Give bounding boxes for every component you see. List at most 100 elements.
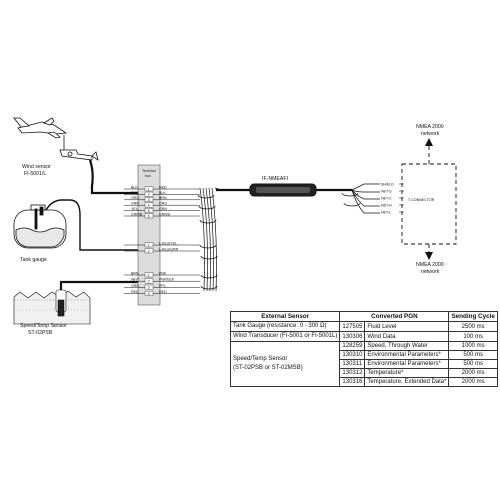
output-ties [341, 192, 361, 207]
wire-label-right: ORG [159, 202, 167, 206]
wire-label-left: CRN/B [131, 212, 143, 216]
wire-label-right: RED [159, 290, 167, 294]
cycle-cell: 2000 ms [448, 368, 498, 378]
pgn-desc: Environmental Parameters* [364, 350, 450, 360]
sensor-speed-line1: Speed/Temp Sensor [233, 356, 288, 362]
wire-label-right: PPL [159, 284, 166, 288]
table-row: Wind Transducer (FI-5001 or FI-5001L) 13… [229, 331, 498, 342]
cycle-cell: 1000 ms [448, 341, 498, 351]
table-header-row: External Sensor Converted PGN Sending Cy… [229, 311, 498, 322]
t-connector-label: T-CONNECTOR [408, 198, 435, 202]
converter-band [256, 187, 310, 193]
terminal-number: 4 [148, 292, 150, 296]
speed-temp-sensor-model: ST-02PSB [28, 330, 53, 336]
pgn-cell: 128259 [339, 341, 366, 351]
terminal-number: 2 [148, 249, 150, 253]
tank-cable [45, 199, 138, 251]
speed-temp-sensor-label: Speed/Temp Sensor [20, 323, 67, 329]
converter-label: IF-NMEAFI [262, 176, 288, 182]
cycle-cell: 100 ms [448, 331, 498, 342]
wire-label-right: L-BLU/YEL [159, 241, 177, 245]
terminal-number: 3 [148, 286, 150, 290]
harness-bundle [199, 187, 223, 292]
speed-temp-cable [59, 280, 138, 290]
sensor-tank: Tank Gauge (resistance: 0 - 300 Ω) [229, 321, 341, 332]
pgn-cell: 127505 [339, 321, 366, 332]
terminal-number: 5 [148, 209, 150, 213]
pgn-cell: 130316 [339, 377, 366, 387]
wire-label-right: L-BLU/GRN [159, 247, 179, 251]
terminal-header-sub: box [145, 174, 151, 178]
cycle-cell: 2000 ms [448, 377, 498, 387]
pgn-desc: Speed, Through Water [364, 341, 450, 351]
wire-label-left: BRN [131, 271, 139, 275]
output-wires [351, 183, 380, 214]
wire-label-right: PNK [159, 271, 167, 275]
sensor-speed-line2: (ST-02PSB or ST-02MSB) [233, 365, 303, 371]
terminal-number: 6 [148, 214, 150, 218]
arrow-down-icon [425, 252, 433, 260]
pgn-cell: 130306 [339, 331, 366, 342]
pgn-desc: Temperature, Extended Data* [364, 377, 450, 387]
pgn-desc: Fluid Level [364, 321, 450, 332]
wire-label-left: BLK [131, 185, 138, 189]
wind-cable [88, 159, 138, 195]
wind-sensor-label: Wind sensor [22, 164, 51, 170]
harness-ties [197, 194, 218, 290]
terminal-number: 1 [148, 273, 150, 277]
pgn-cell: 130312 [339, 368, 366, 378]
wire-label-left: WHT [131, 278, 140, 282]
header-external-sensor: External Sensor [229, 311, 341, 322]
terminal-box [137, 164, 161, 306]
pgn-desc: Environmental Parameters* [364, 359, 450, 369]
pgn-desc: Wind Data [364, 331, 450, 342]
terminal-number: 2 [148, 280, 150, 284]
wind-sensor-model: FI-5001/L [24, 171, 46, 177]
cycle-cell: 2500 ms [448, 321, 498, 332]
wire-label-right: CRN/S [159, 212, 171, 216]
terminal-number: 2 [148, 193, 150, 197]
network-top-label: NMEA 2000 [416, 124, 444, 130]
terminal-number: 3 [148, 198, 150, 202]
terminal-number: 4 [148, 204, 150, 208]
wire-label-left: GRN [131, 284, 139, 288]
wire-label-right: GRN [159, 207, 167, 211]
header-converted-pgn: Converted PGN [339, 311, 450, 322]
connector-pin-label: NET-C [381, 196, 392, 200]
connector-pin-label: NET-S [381, 189, 392, 193]
wire-label-right: BLK [159, 191, 166, 195]
tank-gauge-label: Tank gauge [20, 257, 47, 263]
table-row: 130316 Temperature, Extended Data* 2000 … [231, 377, 498, 387]
sensor-speed-temp: Speed/Temp Sensor (ST-02PSB or ST-02MSB) [229, 341, 341, 387]
speed-temp-sensor-icon [13, 289, 91, 325]
header-sending-cycle: Sending Cycle [448, 311, 498, 322]
connector-pin-label: NET-L [381, 210, 391, 214]
wire-label-left: BRN [131, 191, 139, 195]
t-connector-box [401, 163, 457, 245]
wire-label-left: YEL [131, 207, 138, 211]
pgn-desc: Temperature* [364, 368, 450, 378]
pgn-cell: 130310 [339, 350, 366, 360]
table-row: Speed/Temp Sensor (ST-02PSB or ST-02MSB)… [229, 341, 498, 387]
wire-label-left: GRN [131, 202, 139, 206]
connector-pins: SHIELD NET-S NET-C NET-H NET-L [381, 182, 404, 214]
arrow-up-icon [425, 138, 433, 146]
network-bottom-sub: network [421, 269, 440, 275]
wire-label-right: PNK/BLK [159, 278, 175, 282]
table-row: Tank Gauge (resistance: 0 - 300 Ω) 12750… [229, 321, 498, 332]
tank-gauge-icon [13, 204, 67, 249]
sensor-wind: Wind Transducer (FI-5001 or FI-5001L) [229, 331, 341, 342]
wind-sensor-icon [13, 117, 99, 161]
wire-label-left: RED [131, 290, 139, 294]
wire-label-left: ORG [131, 196, 139, 200]
pgn-cell: 130311 [339, 359, 366, 369]
wire-label-right: BRN [159, 196, 167, 200]
connector-pin-label: NET-H [381, 203, 392, 207]
pgn-table: External Sensor Converted PGN Sending Cy… [229, 311, 498, 387]
cycle-cell: 500 ms [448, 359, 498, 369]
terminal-number: 1 [148, 187, 150, 191]
connector-pin-label: SHIELD [381, 182, 394, 186]
cycle-cell: 500 ms [448, 350, 498, 360]
